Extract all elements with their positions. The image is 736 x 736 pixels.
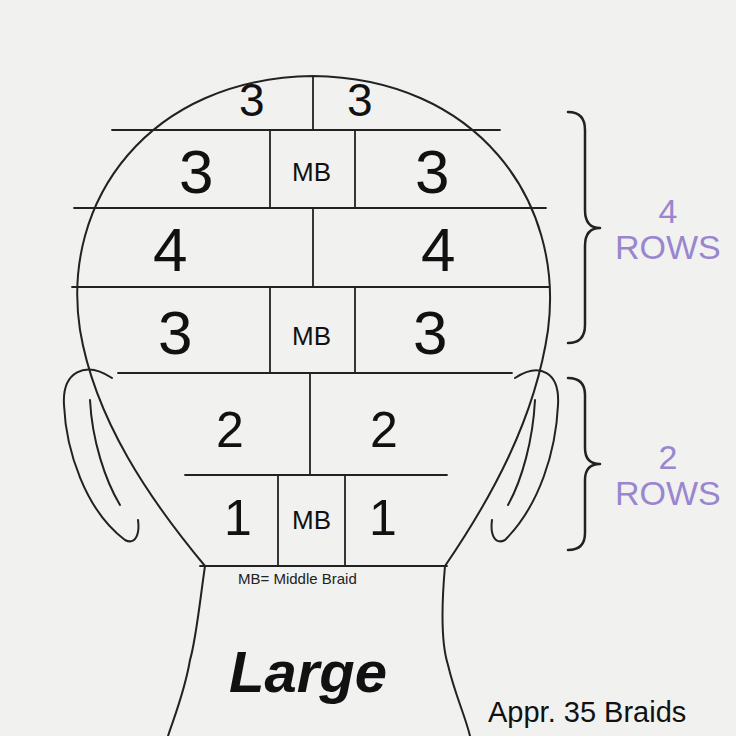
braid-count: 3 [413,302,447,364]
row-count: 2 ROWS [615,440,721,511]
section-box: 4 [153,219,187,281]
braid-count: 4 [153,219,187,281]
section-box: 3 [158,302,192,364]
neck-left [168,566,205,736]
section-box: MB [292,323,331,349]
section-box: MB [292,159,331,185]
braid-count: 3 [239,77,265,123]
braid-label: MB [292,323,331,349]
section-lines [72,77,549,566]
section-box: 3 [415,141,449,203]
section-box: 1 [369,493,397,543]
size-title: Large [229,642,387,703]
section-box: MB [292,507,331,533]
row-count: 4 ROWS [615,194,721,265]
section-box: 4 [421,219,455,281]
braid-count: 4 [421,219,455,281]
braid-count: 3 [347,77,373,123]
head-outline [77,76,550,566]
left-ear-inner [90,400,120,505]
braid-count: 3 [415,141,449,203]
section-box: 2 [216,405,244,455]
braid-count: 1 [224,493,252,543]
braid-count: 2 [370,405,398,455]
bracket [568,378,600,550]
braid-label: MB [292,507,331,533]
braid-count: 2 [216,405,244,455]
section-box: 3 [179,141,213,203]
section-box: 2 [370,405,398,455]
braid-count: 3 [158,302,192,364]
section-box: 3 [347,77,373,123]
neck-right [442,566,470,736]
left-ear [64,370,139,542]
legend-note: MB= Middle Braid [238,571,357,587]
bracket [568,112,600,343]
section-box: 3 [413,302,447,364]
section-box: 1 [224,493,252,543]
right-ear [492,371,559,542]
braid-count: 3 [179,141,213,203]
braid-count: 1 [369,493,397,543]
right-ear-inner [508,400,535,505]
braid-label: MB [292,159,331,185]
braid-total: Appr. 35 Braids [488,697,686,727]
section-box: 3 [239,77,265,123]
